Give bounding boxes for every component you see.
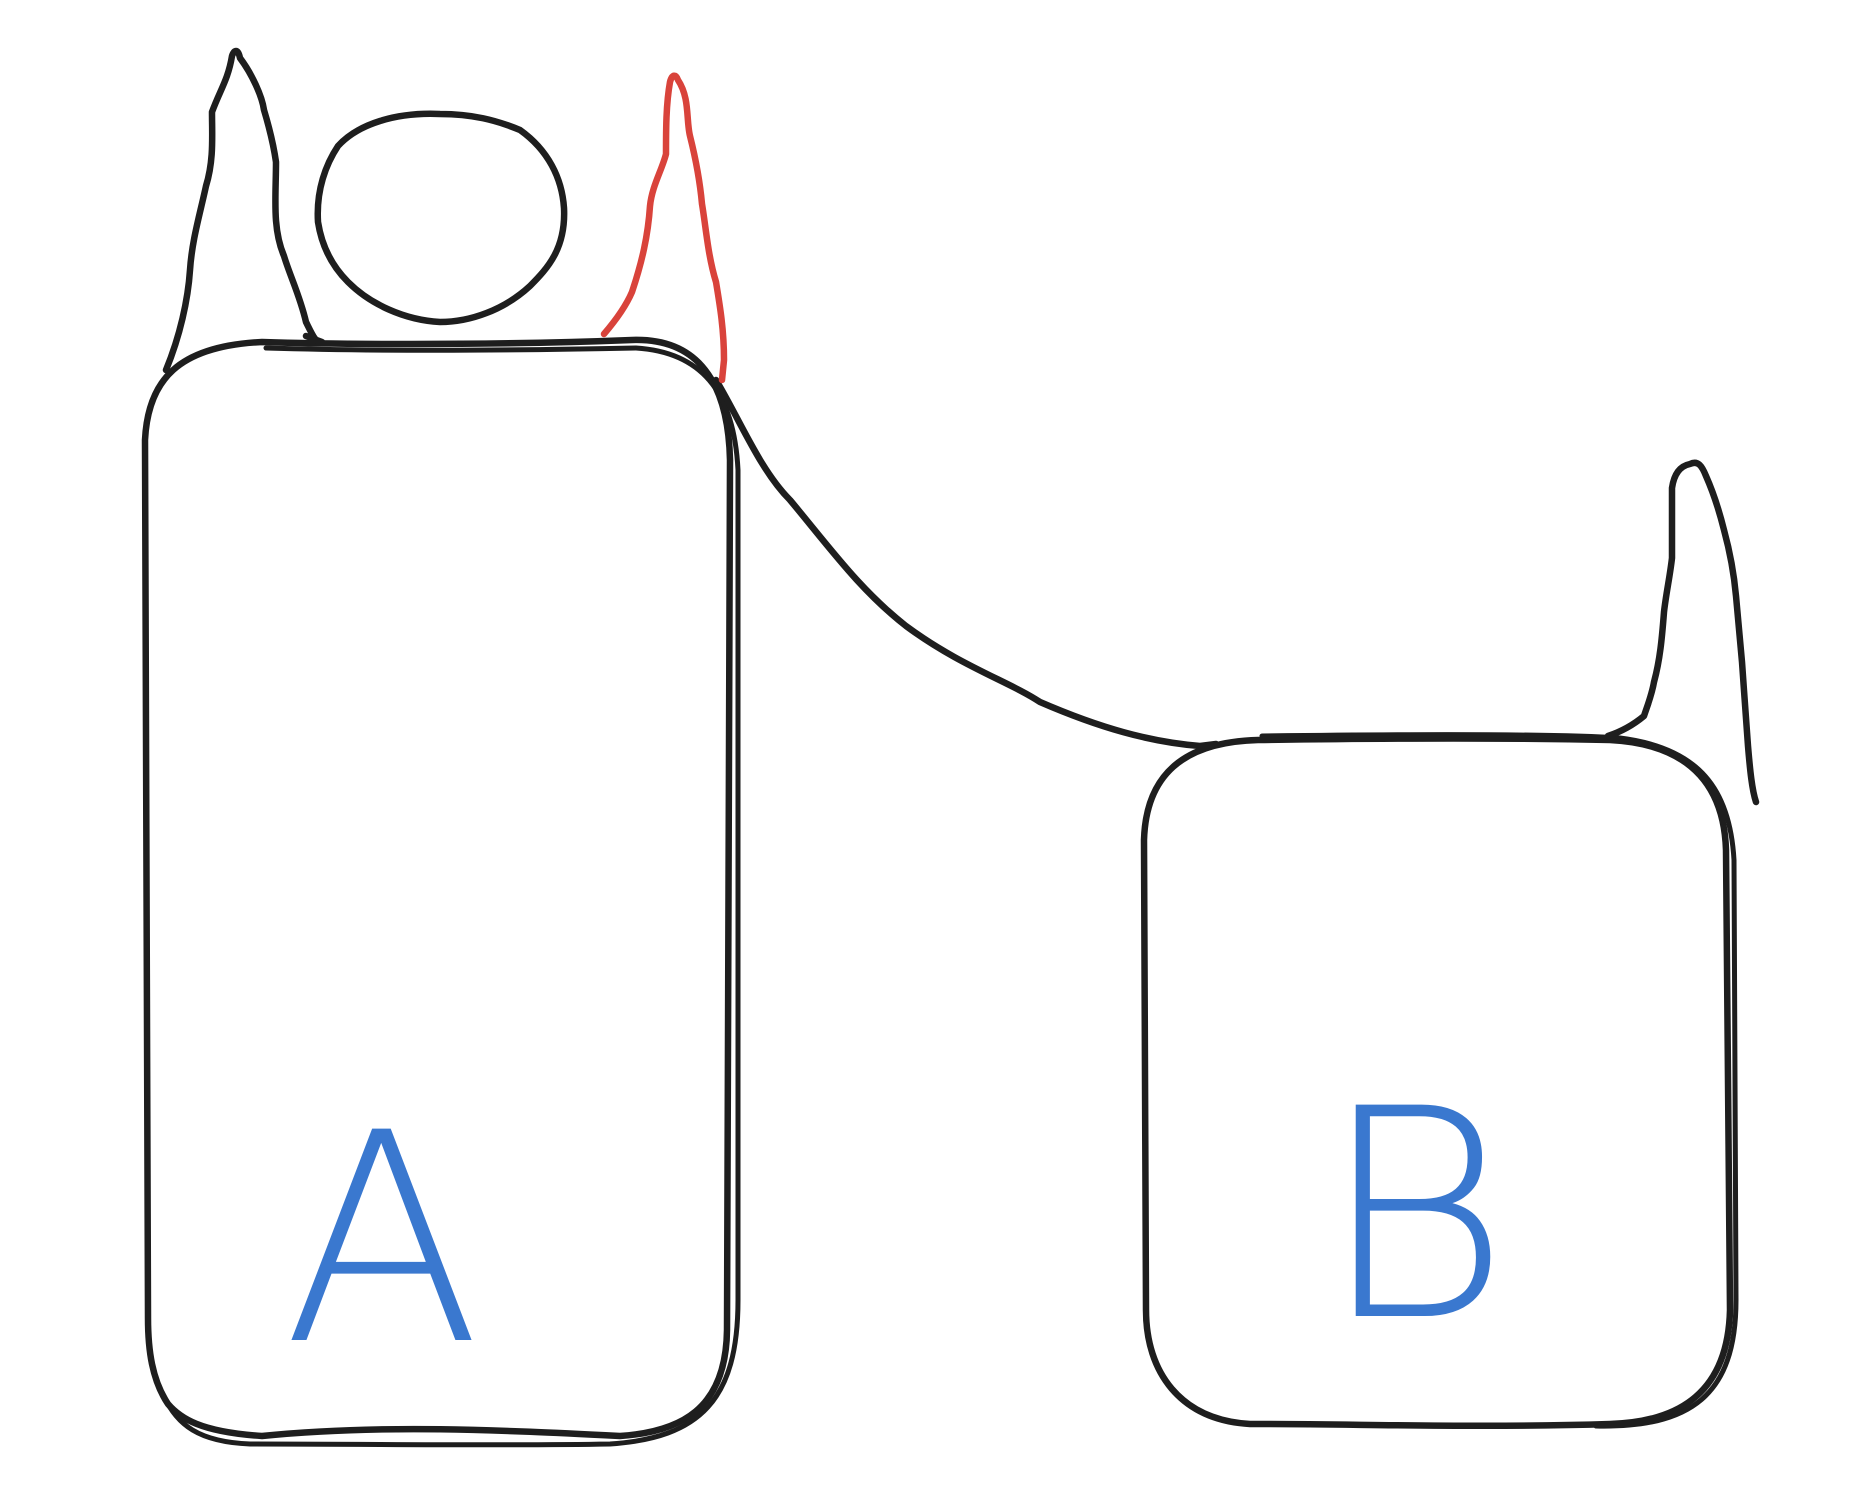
box-a-outline	[141, 336, 734, 1440]
highlighted-spike[interactable]	[600, 72, 728, 384]
box-a-label: A	[283, 1072, 481, 1409]
box-a[interactable]: A	[141, 336, 741, 1448]
box-b-label: B	[1320, 1048, 1510, 1385]
right-spike[interactable]	[1604, 459, 1760, 806]
connector-a-to-b[interactable]	[712, 376, 1220, 750]
box-b-outline-trace	[1259, 732, 1739, 1429]
box-b[interactable]: B	[1140, 732, 1739, 1430]
box-a-outline-trace	[159, 345, 741, 1448]
left-spike[interactable]	[162, 47, 326, 374]
circle-shape[interactable]	[314, 110, 568, 326]
